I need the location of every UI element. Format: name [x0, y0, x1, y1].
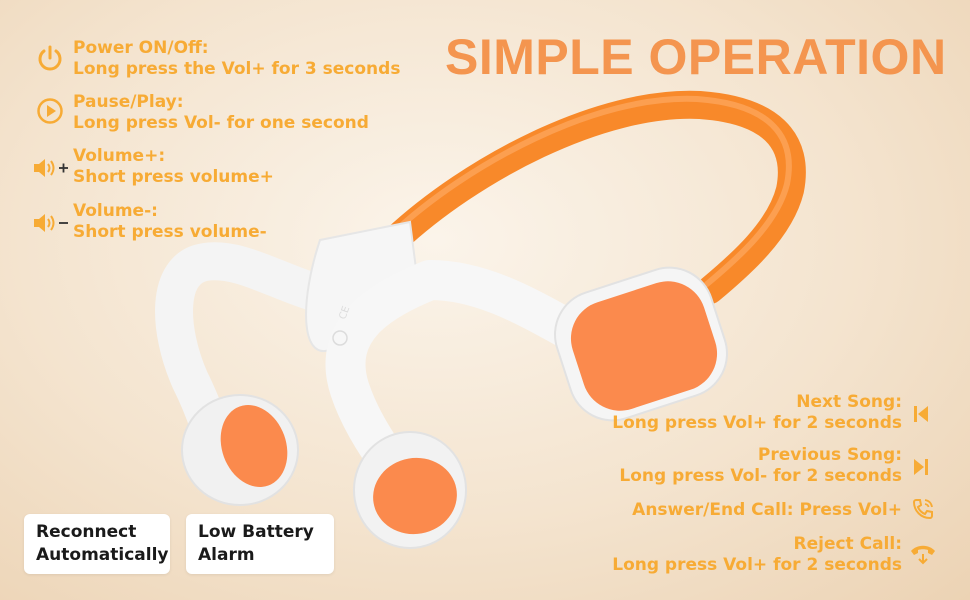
low-battery-badge-line2: Alarm	[198, 545, 255, 565]
volume-up-instruction: Volume+: Short press volume+	[73, 146, 274, 187]
volume-up-icon	[32, 156, 70, 184]
reject-call-instruction: Reject Call: Long press Vol+ for 2 secon…	[612, 534, 902, 575]
next-track-icon	[912, 404, 930, 428]
previous-song-instruction: Previous Song: Long press Vol- for 2 sec…	[619, 445, 902, 486]
reconnect-badge-line1: Reconnect	[36, 522, 137, 542]
volume-down-instruction: Volume-: Short press volume-	[73, 201, 267, 242]
answer-call-instruction: Answer/End Call: Press Vol+	[632, 500, 902, 520]
next-song-instruction: Next Song: Long press Vol+ for 2 seconds	[612, 392, 902, 433]
svg-text:CE: CE	[337, 305, 352, 321]
power-icon	[36, 44, 64, 78]
pause-play-instruction: Pause/Play: Long press Vol- for one seco…	[73, 92, 369, 133]
power-instruction: Power ON/Off: Long press the Vol+ for 3 …	[73, 38, 401, 79]
low-battery-badge-line1: Low Battery	[198, 522, 314, 542]
play-icon	[36, 97, 64, 129]
previous-track-icon	[912, 457, 930, 481]
reconnect-badge-line2: Automatically	[36, 545, 169, 565]
low-battery-badge: Low Battery Alarm	[186, 514, 334, 574]
page-title: SIMPLE OPERATION	[445, 29, 947, 85]
volume-down-icon	[32, 211, 70, 239]
phone-reject-icon	[908, 541, 938, 569]
phone-answer-icon	[910, 496, 936, 526]
reconnect-badge: Reconnect Automatically	[24, 514, 170, 574]
